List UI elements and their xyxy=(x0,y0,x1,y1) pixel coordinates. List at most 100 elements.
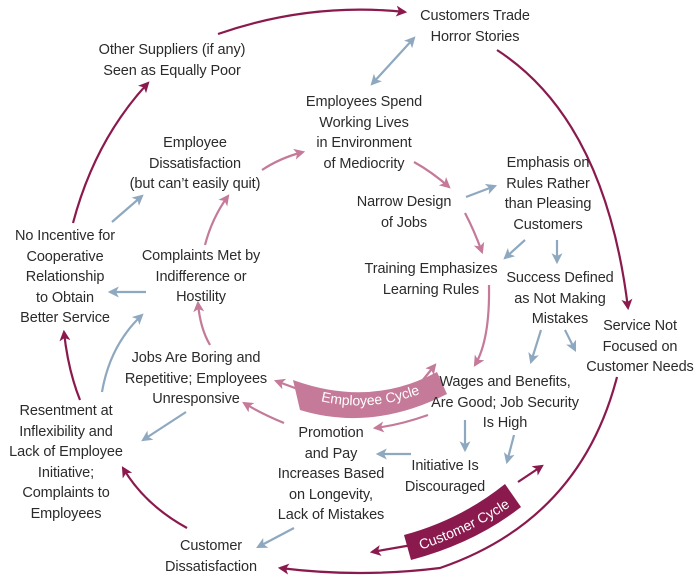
node-line: Wages and Benefits, xyxy=(439,374,571,390)
node-line: Employees xyxy=(30,505,102,522)
node-line: Are Good; Job Security xyxy=(431,394,579,411)
node-line: Dissatisfaction xyxy=(165,558,257,575)
node-line: Customers Trade xyxy=(420,8,530,24)
arrow-promotion-to-jobs-boring xyxy=(242,401,285,425)
arrow-horror-stories-mediocrity-bidirectional xyxy=(370,36,416,86)
customer-cycle-label: Customer Cycle xyxy=(417,495,513,552)
node-line: than Pleasing xyxy=(504,196,592,212)
node-line: Resentment at xyxy=(19,403,113,419)
arrow-mediocrity-to-narrow-design xyxy=(413,161,451,189)
node-line: Promotion xyxy=(298,425,364,441)
arrow-jobs-boring-to-resentment xyxy=(141,411,187,442)
arrow-narrow-design-to-emphasis xyxy=(465,183,498,199)
node-line: (but can’t easily quit) xyxy=(129,176,261,192)
arrow-other-suppliers-to-horror-stories xyxy=(217,5,408,36)
node-line: Increases Based xyxy=(277,466,385,482)
node-line: Unresponsive xyxy=(152,391,240,407)
node-line: Initiative; xyxy=(37,464,95,481)
node-line: on Longevity, xyxy=(289,486,373,503)
node-line: Training Emphasizes xyxy=(364,261,498,277)
arrow-no-incentive-to-dissatisfaction xyxy=(111,194,144,223)
arrow-emphasis-to-training xyxy=(503,239,526,260)
cross-link-arrows xyxy=(100,36,576,549)
node-line: Customers xyxy=(513,216,583,233)
node-line: Jobs Are Boring and xyxy=(131,350,261,366)
node-line: Rules Rather xyxy=(506,175,590,192)
arrow-resentment-to-no-incentive xyxy=(59,329,82,401)
node-line: Working Lives xyxy=(319,114,409,131)
node-line: as Not Making xyxy=(514,290,606,307)
node-line: Employees Spend xyxy=(305,94,423,110)
node-line: Initiative Is xyxy=(411,458,479,474)
node-line: Dissatisfaction xyxy=(149,155,241,172)
node-line: Customer Needs xyxy=(586,359,694,375)
arrow-dissatisfaction-to-mediocrity xyxy=(261,148,306,171)
node-line: in Environment xyxy=(316,135,412,151)
node-line: Lack of Employee xyxy=(9,444,123,460)
arrow-customer-cycle-badge-left xyxy=(369,543,413,556)
node-line: Complaints Met by xyxy=(141,248,261,264)
node-line: Service Not xyxy=(603,318,677,334)
arrow-jobs-boring-to-complaints xyxy=(193,300,211,346)
node-line: of Jobs xyxy=(380,214,428,231)
node-line: Cooperative xyxy=(26,248,104,265)
node-line: and Pay xyxy=(304,445,358,462)
node-line: Relationship xyxy=(25,269,105,285)
arrow-training-to-wages xyxy=(473,284,491,367)
arrow-resentment-to-complaints xyxy=(100,313,144,393)
arrow-success-to-wages xyxy=(528,329,543,365)
node-narrow-design-of-jobs: Narrow Design of Jobs xyxy=(357,192,452,233)
node-line: Inflexibility and xyxy=(19,423,113,440)
node-line: Customer xyxy=(179,538,243,554)
node-line: Narrow Design xyxy=(356,194,452,210)
node-line: Seen as Equally Poor xyxy=(103,62,241,79)
node-line: Hostility xyxy=(176,289,226,305)
node-line: Learning Rules xyxy=(382,281,480,298)
node-line: Repetitive; Employees xyxy=(124,370,268,387)
employee-cycle-arrows xyxy=(193,148,491,433)
arrow-success-to-service xyxy=(564,329,576,352)
node-line: Better Service xyxy=(20,310,110,326)
arrow-promotion-to-customer-dissatisfaction xyxy=(256,527,295,549)
arrow-customer-dissatisfaction-to-resentment xyxy=(121,466,188,529)
node-line: Emphasis on xyxy=(506,155,590,171)
node-line: Complaints to xyxy=(22,485,110,501)
node-other-suppliers: Other Suppliers (if any) Seen as Equally … xyxy=(99,40,246,81)
node-line: Other Suppliers (if any) xyxy=(98,42,246,58)
node-line: Indifference or xyxy=(155,268,247,285)
customer-cycle-arrows xyxy=(59,5,633,575)
node-line: Employee xyxy=(163,135,227,151)
node-complaints-met: Complaints Met by Indifference or Hostilit… xyxy=(142,246,260,308)
node-line: Horror Stories xyxy=(430,28,520,45)
node-line: Success Defined xyxy=(506,270,614,286)
arrow-service-not-focused-to-customer-dissatisfaction xyxy=(277,376,619,575)
node-line: to Obtain xyxy=(36,289,94,306)
arrow-narrow-design-to-training xyxy=(464,212,485,255)
node-line: Lack of Mistakes xyxy=(277,507,385,523)
node-wages-good: Wages and Benefits, Are Good; Job Securit… xyxy=(431,372,579,434)
arrow-complaints-to-dissatisfaction xyxy=(203,194,230,246)
employee-cycle-badge: Employee Cycle xyxy=(293,372,447,419)
node-line: Is High xyxy=(482,415,528,431)
node-line: Mistakes xyxy=(531,311,589,327)
arrow-wages-to-promotion xyxy=(372,413,429,433)
arrow-horror-stories-to-service-not-focused xyxy=(496,49,633,311)
node-line: Focused on xyxy=(602,338,678,355)
arrow-wages-to-initiative-right xyxy=(503,434,516,465)
node-line: of Mediocrity xyxy=(323,155,405,172)
arrow-no-incentive-to-other-suppliers xyxy=(71,81,150,224)
arrow-customer-cycle-badge-right xyxy=(517,464,544,483)
